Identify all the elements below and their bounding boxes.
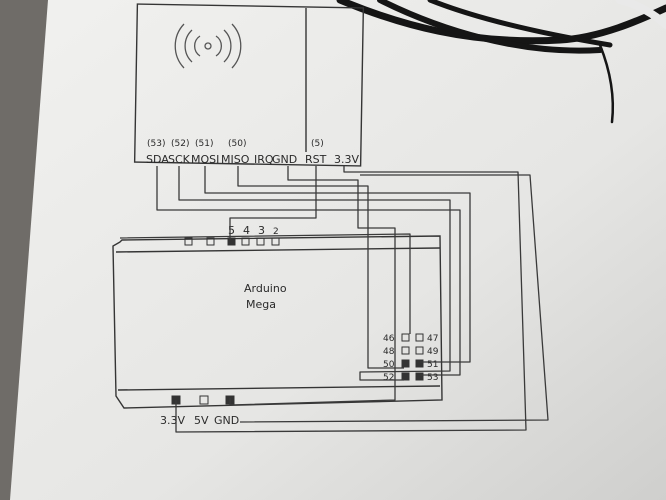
wire-top-frame — [119, 233, 411, 334]
wire-sck — [178, 166, 451, 381]
digital-header-top — [184, 237, 280, 246]
rfid-pin-sck: SCK — [168, 153, 191, 166]
pin-label-50: 50 — [383, 360, 395, 370]
digital-pin-2: 2 — [273, 227, 279, 237]
rfid-pin-miso: MISO — [221, 153, 250, 166]
wire-miso — [237, 166, 404, 369]
rfid-pin-sda: SDA — [146, 153, 169, 166]
rfid-antenna-icon — [174, 23, 242, 69]
digital-pin-4: 4 — [243, 224, 250, 237]
pin-label-51: 51 — [427, 360, 438, 370]
rfid-pin-3v3: 3.3V — [334, 153, 359, 166]
rfid-pin-number-53: (53) — [147, 139, 165, 149]
wire-gnd — [229, 166, 396, 406]
pin-label-52: 52 — [383, 373, 394, 383]
power-pin-gnd: GND — [214, 414, 239, 427]
pin-label-48: 48 — [383, 347, 395, 357]
wire-3v3 — [175, 166, 527, 433]
rfid-pin-number-51: (51) — [195, 139, 213, 149]
rfid-pin-mosi: MOSI — [191, 153, 219, 166]
digital-header-right — [401, 333, 424, 381]
rfid-pin-number-50: (50) — [228, 139, 246, 149]
pin-label-46: 46 — [383, 334, 395, 344]
power-pin-3v3: 3.3V — [160, 414, 185, 427]
digital-pin-5: 5 — [228, 224, 235, 237]
wires — [119, 166, 549, 433]
rfid-pin-rst: RST — [305, 153, 327, 166]
pin-label-47: 47 — [427, 334, 438, 344]
arduino-title-line1: Arduino — [244, 282, 287, 295]
rfid-pin-number-52: (52) — [171, 139, 189, 149]
pin-label-53: 53 — [427, 373, 438, 383]
wire-rst — [229, 166, 317, 240]
wire-mosi — [204, 166, 471, 363]
power-pin-5v: 5V — [194, 414, 209, 427]
digital-pin-3: 3 — [258, 224, 265, 237]
rfid-pin-number-5: (5) — [311, 139, 324, 149]
rfid-module-outline — [133, 3, 365, 167]
usb-cable — [336, 0, 666, 124]
rfid-pin-gnd: GND — [272, 153, 297, 166]
rfid-pin-irq: IRQ — [254, 153, 274, 166]
pin-label-49: 49 — [427, 347, 439, 357]
wire-sda — [156, 166, 461, 376]
arduino-title-line2: Mega — [246, 298, 276, 311]
wire-outer — [239, 174, 549, 423]
paper-sheet — [10, 0, 666, 500]
